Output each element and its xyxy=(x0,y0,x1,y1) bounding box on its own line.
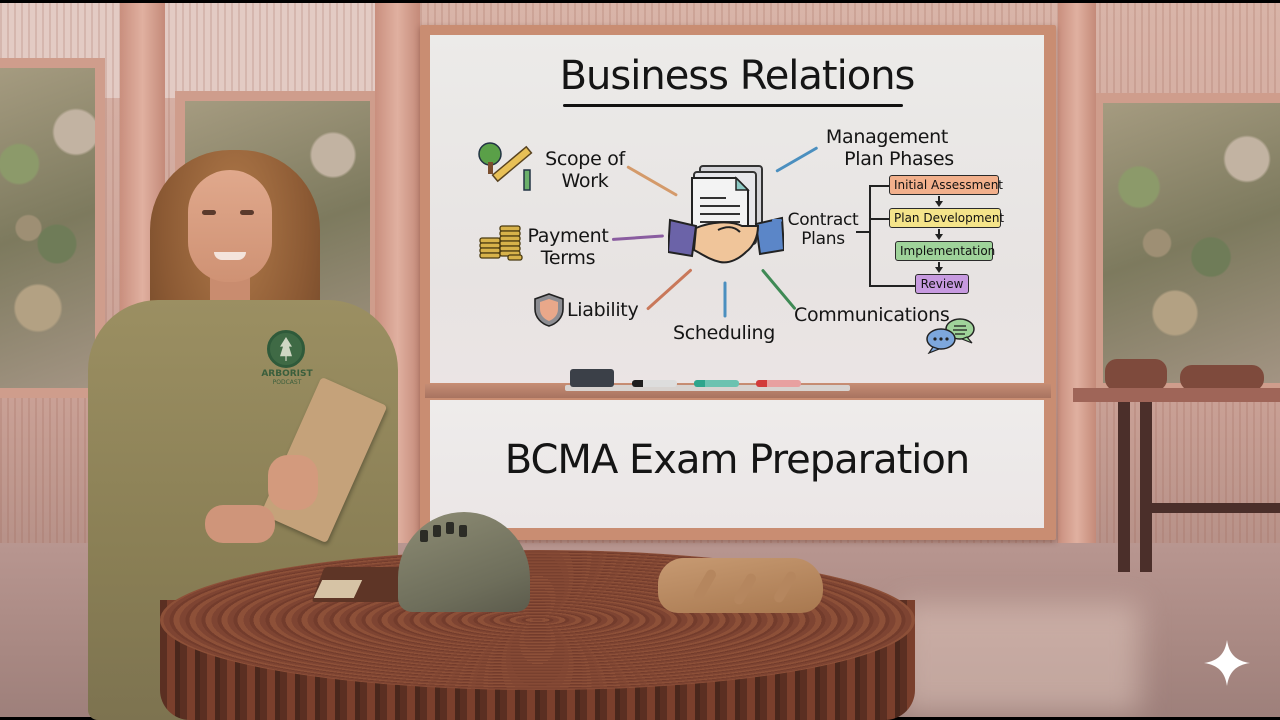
coin-stacks-icon xyxy=(479,225,523,261)
chat-bubbles-icon xyxy=(926,318,975,354)
wood-post xyxy=(1058,3,1096,563)
tree-ruler-pencil-icon xyxy=(478,142,533,191)
presenter-eye xyxy=(240,210,254,215)
flow-line xyxy=(856,231,870,233)
contract-plans-line: Plans xyxy=(801,229,845,249)
topic-communications: Communications xyxy=(794,304,950,326)
marker-black xyxy=(632,380,677,387)
presenter-smile xyxy=(214,252,246,260)
phase-arrow-line xyxy=(938,196,940,202)
topic-label-line: Payment xyxy=(527,225,609,247)
handshake-with-contract-icon xyxy=(668,165,784,264)
helmet-vent xyxy=(420,530,428,542)
marker-tray-ledge xyxy=(565,385,850,391)
topic-label-line: Communications xyxy=(794,304,950,326)
logo-title: ARBORIST xyxy=(261,369,313,379)
topic-label-line: Work xyxy=(561,170,609,192)
logo-subtitle: PODCAST xyxy=(272,379,302,386)
topic-label-line: Terms xyxy=(540,247,596,269)
helmet-vent xyxy=(459,525,467,537)
presenter-face xyxy=(188,170,272,282)
book-pages xyxy=(313,580,363,598)
arrow-down-icon xyxy=(935,201,943,207)
side-table xyxy=(1073,388,1280,402)
topic-management-plan-phases: Management Plan Phases xyxy=(812,128,962,169)
presenter-hand xyxy=(205,505,275,543)
topic-label-line: Management xyxy=(825,126,949,148)
chainsaw-chaps xyxy=(1180,365,1264,391)
phase-initial-assessment: Initial Assessment xyxy=(889,175,1003,195)
phase-implementation: Implementation xyxy=(895,241,995,261)
shield-icon xyxy=(534,293,564,327)
topic-label-line: Scope of xyxy=(545,148,625,170)
sparkle-icon xyxy=(1204,640,1250,686)
helmet-vent xyxy=(433,525,441,537)
side-table-leg xyxy=(1118,402,1130,572)
connector-scheduling xyxy=(723,281,727,318)
topic-scheduling: Scheduling xyxy=(672,324,776,343)
flow-line xyxy=(869,185,889,187)
chainsaw-chaps xyxy=(1105,359,1167,391)
side-table-bar xyxy=(1140,503,1280,513)
arrow-down-icon xyxy=(935,234,943,240)
topic-payment-terms: Payment Terms xyxy=(523,227,613,268)
presenter-hand xyxy=(268,455,318,510)
flow-line xyxy=(869,285,915,287)
window-left xyxy=(0,58,105,398)
marker-green xyxy=(694,380,739,387)
whiteboard-lower xyxy=(430,400,1044,528)
contract-plans-line: Contract xyxy=(787,210,859,230)
floor-light xyxy=(900,603,1140,713)
flow-line xyxy=(869,218,889,220)
whiteboard-title: Business Relations xyxy=(559,53,916,99)
topic-label-line: Scheduling xyxy=(672,322,775,344)
phase-arrow-line xyxy=(938,229,940,235)
phase-review: Review xyxy=(915,274,969,294)
whiteboard-subtitle: BCMA Exam Preparation xyxy=(504,437,970,483)
topic-label-line: Plan Phases xyxy=(844,148,954,170)
side-table-leg xyxy=(1140,402,1152,572)
flow-line xyxy=(869,185,871,286)
marker-red xyxy=(756,380,801,387)
title-underline xyxy=(563,104,903,107)
eraser xyxy=(570,369,614,387)
window-right xyxy=(1093,93,1280,393)
topic-liability: Liability xyxy=(567,301,645,320)
topic-scope-of-work: Scope of Work xyxy=(540,150,630,191)
contract-plans-label: Contract Plans xyxy=(786,212,860,248)
helmet-vent xyxy=(446,522,454,534)
phase-arrow-line xyxy=(938,262,940,268)
tree-icon xyxy=(280,337,292,361)
arrow-down-icon xyxy=(935,267,943,273)
topic-label-line: Liability xyxy=(567,299,639,321)
phase-plan-development: Plan Development xyxy=(889,208,1004,228)
connector-contract xyxy=(772,219,782,222)
presenter-eye xyxy=(202,210,216,215)
